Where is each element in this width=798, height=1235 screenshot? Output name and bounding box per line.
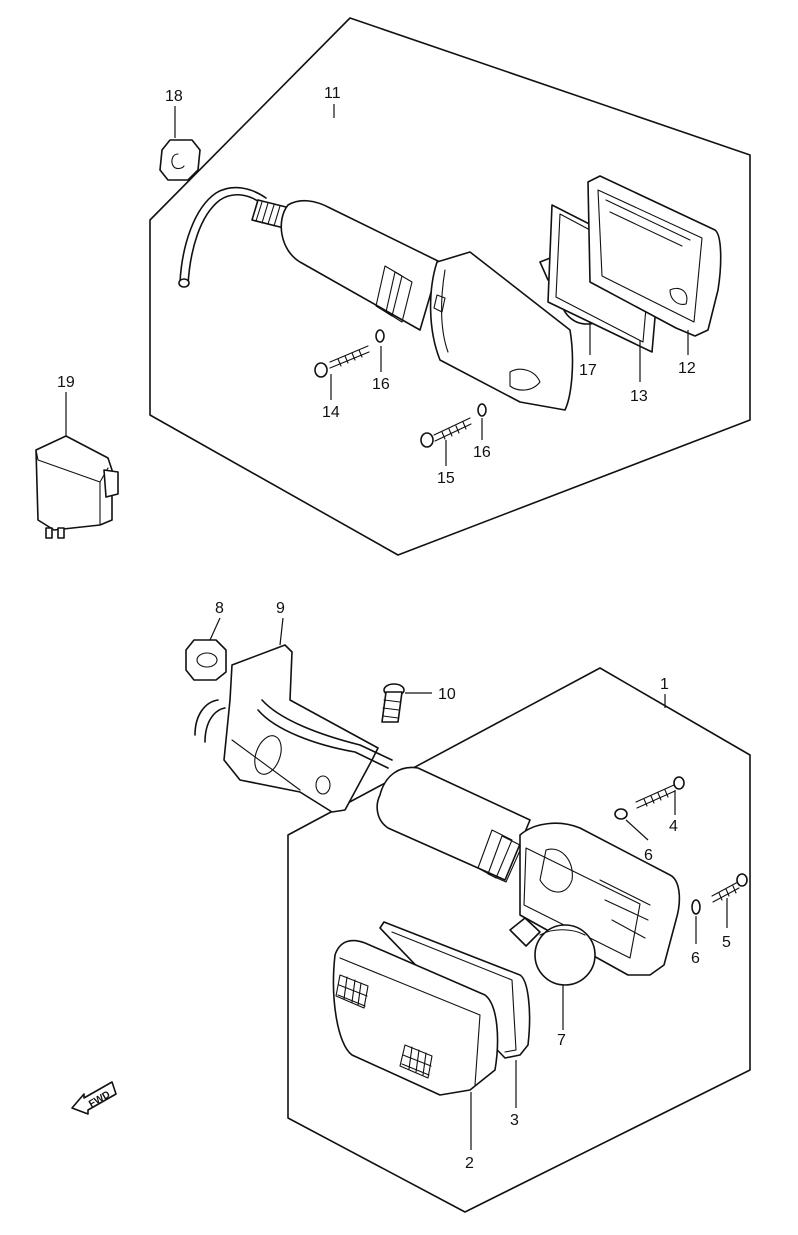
front-wire — [194, 699, 226, 743]
callout-9: 9 — [276, 600, 285, 617]
forward-direction-marker: FWD — [71, 1081, 117, 1115]
screw-14 — [314, 345, 370, 378]
rear-turn-signal-assembly — [149, 17, 751, 556]
callout-1: 1 — [660, 676, 669, 693]
callout-3: 3 — [510, 1112, 519, 1129]
callout-7: 7 — [557, 1032, 566, 1049]
callout-6-lower: 6 — [691, 950, 700, 967]
callout-19: 19 — [57, 374, 75, 391]
callout-6-upper: 6 — [644, 847, 653, 864]
assembly-1-outline — [287, 667, 751, 1213]
screw-5 — [711, 873, 748, 928]
callout-15: 15 — [437, 470, 455, 487]
callout-18: 18 — [165, 88, 183, 105]
bulb-7 — [509, 917, 596, 1030]
lens-2 — [332, 939, 499, 1150]
relay-19 — [35, 392, 119, 539]
lamp-wire — [187, 193, 263, 286]
bracket-9 — [223, 617, 379, 813]
callout-16-lower: 16 — [473, 444, 491, 461]
callout-13: 13 — [630, 388, 648, 405]
callout-8: 8 — [215, 600, 224, 617]
washer-6-upper — [614, 808, 628, 820]
callout-11: 11 — [324, 85, 341, 102]
nut-18 — [159, 106, 201, 181]
arrow-left-icon — [71, 1081, 117, 1115]
front-lamp-stem — [376, 766, 531, 881]
callout-16-upper: 16 — [372, 376, 390, 393]
screw-10 — [381, 683, 432, 723]
washer-16-lower — [477, 403, 487, 417]
assembly-11-outline — [149, 17, 751, 556]
callout-labels: 11 18 19 14 16 15 16 17 13 12 8 9 10 1 4… — [57, 85, 731, 1172]
callout-10: 10 — [438, 686, 456, 703]
lamp-wire-inner — [179, 186, 267, 283]
screw-15 — [420, 417, 472, 448]
callout-12: 12 — [678, 360, 696, 377]
washer-16-upper — [375, 329, 385, 343]
screw-4 — [635, 776, 685, 815]
front-turn-signal-assembly — [185, 617, 751, 1213]
lamp-stem-body — [280, 199, 441, 331]
lamp-housing — [429, 251, 574, 411]
lens-texture-upper — [335, 974, 369, 1009]
lens-12 — [587, 175, 722, 337]
callout-2: 2 — [465, 1155, 474, 1172]
callout-17: 17 — [579, 362, 597, 379]
washer-6-lower — [691, 899, 701, 915]
nut-8 — [185, 617, 227, 681]
lens-texture-lower — [399, 1044, 433, 1079]
lamp-thread — [251, 199, 291, 229]
callout-14: 14 — [322, 404, 340, 421]
fwd-label: FWD — [87, 1089, 112, 1110]
callout-5: 5 — [722, 934, 731, 951]
callout-4: 4 — [669, 818, 678, 835]
